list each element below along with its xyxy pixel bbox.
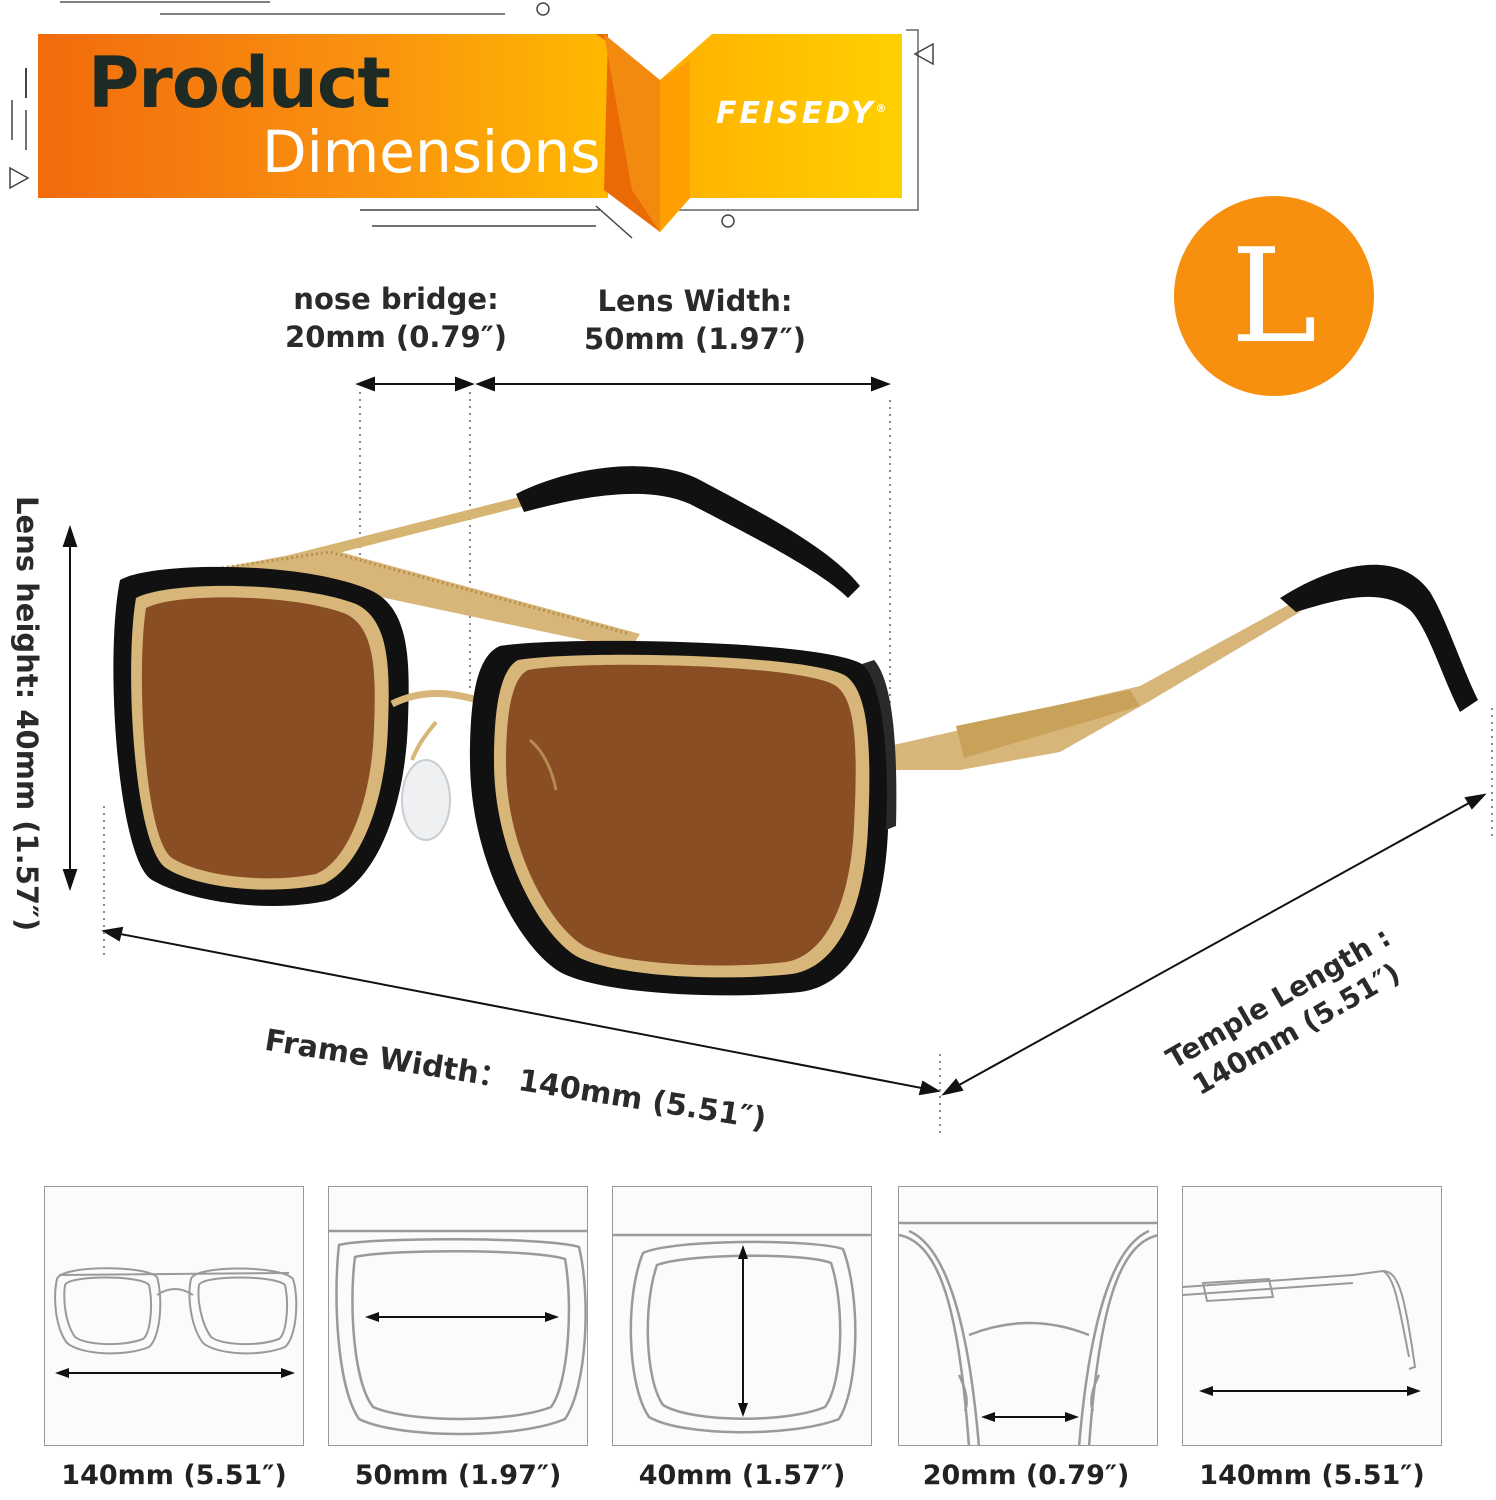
size-letter: L <box>1230 220 1318 372</box>
thumbnail-nose-bridge <box>898 1186 1158 1446</box>
brand-name: FEISEDY <box>716 96 876 131</box>
glasses-illustration <box>62 376 1493 1134</box>
thumbnail-caption-lens-width: 50mm (1.97″) <box>354 1460 562 1491</box>
brand-logo: FEISEDY® <box>716 96 887 131</box>
nose-bridge-label: nose bridge: 20mm (0.79″) <box>276 280 516 356</box>
nose-bridge-title: nose bridge: <box>293 282 499 316</box>
lens-width-label: Lens Width: 50mm (1.97″) <box>570 282 820 358</box>
thumbnail-caption-temple-length: 140mm (5.51″) <box>1199 1460 1425 1491</box>
lens-width-value: 50mm (1.97″) <box>584 322 806 356</box>
banner-title-product: Product <box>88 42 391 124</box>
thumbnail-frame-width <box>44 1186 304 1446</box>
thumbnail-temple-length <box>1182 1186 1442 1446</box>
thumbnail-lens-height <box>612 1186 872 1446</box>
dimension-arrows <box>62 376 1487 1096</box>
lens-width-title: Lens Width: <box>597 284 793 318</box>
thumbnail-caption-frame-width: 140mm (5.51″) <box>61 1460 287 1491</box>
banner-graphic <box>9 1 934 239</box>
thumbnail-lens-width <box>328 1186 588 1446</box>
brand-registered-mark: ® <box>875 102 887 115</box>
lens-height-label: Lens height: 40mm (1.57″) <box>10 496 44 932</box>
thumbnail-caption-lens-height: 40mm (1.57″) <box>638 1460 846 1491</box>
size-badge: L <box>1174 196 1374 396</box>
banner-title-dimensions: Dimensions <box>262 118 601 186</box>
thumbnail-caption-nose-bridge: 20mm (0.79″) <box>922 1460 1130 1491</box>
nose-bridge-value: 20mm (0.79″) <box>285 320 507 354</box>
